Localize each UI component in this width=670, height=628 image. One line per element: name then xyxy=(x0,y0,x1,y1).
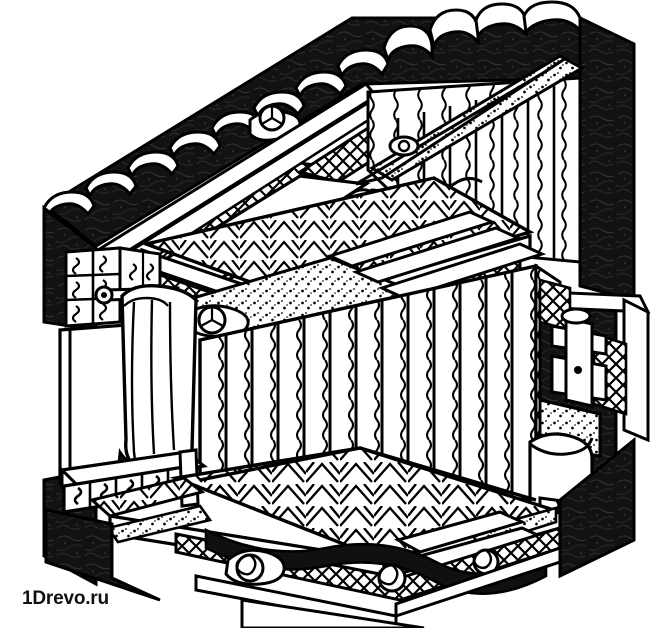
attic-joist-b xyxy=(351,226,523,284)
attic-joist-a xyxy=(325,210,497,268)
bottom-sill-plank-b xyxy=(240,598,425,628)
right-cutaway-outer-post xyxy=(622,297,650,443)
gable-log-end xyxy=(388,135,420,157)
site-watermark: 1Drevo.ru xyxy=(22,588,109,609)
attic-joist-c xyxy=(377,242,547,300)
ceiling-log-beam-left xyxy=(188,304,250,338)
gable-board-over-insulation xyxy=(355,56,567,186)
foundation-log-1 xyxy=(224,548,286,586)
floor-assembly xyxy=(44,436,636,628)
right-cutaway-peg xyxy=(574,366,582,374)
bottom-right-dark-block xyxy=(558,436,636,579)
floor-left-strip xyxy=(88,476,206,518)
underfloor-stipple-left xyxy=(105,504,213,544)
foundation-log-2 xyxy=(377,563,407,593)
house-cutaway-drawing xyxy=(42,0,651,628)
bottom-left-dark-block xyxy=(44,508,161,602)
right-cutaway-log-end-top xyxy=(560,307,592,325)
right-gable-dark-edge xyxy=(578,15,636,302)
ridge-tiles xyxy=(42,0,582,220)
right-cutaway-post xyxy=(564,316,594,408)
underfloor-joist-a xyxy=(394,510,527,554)
wall-floor-junction xyxy=(199,446,537,502)
